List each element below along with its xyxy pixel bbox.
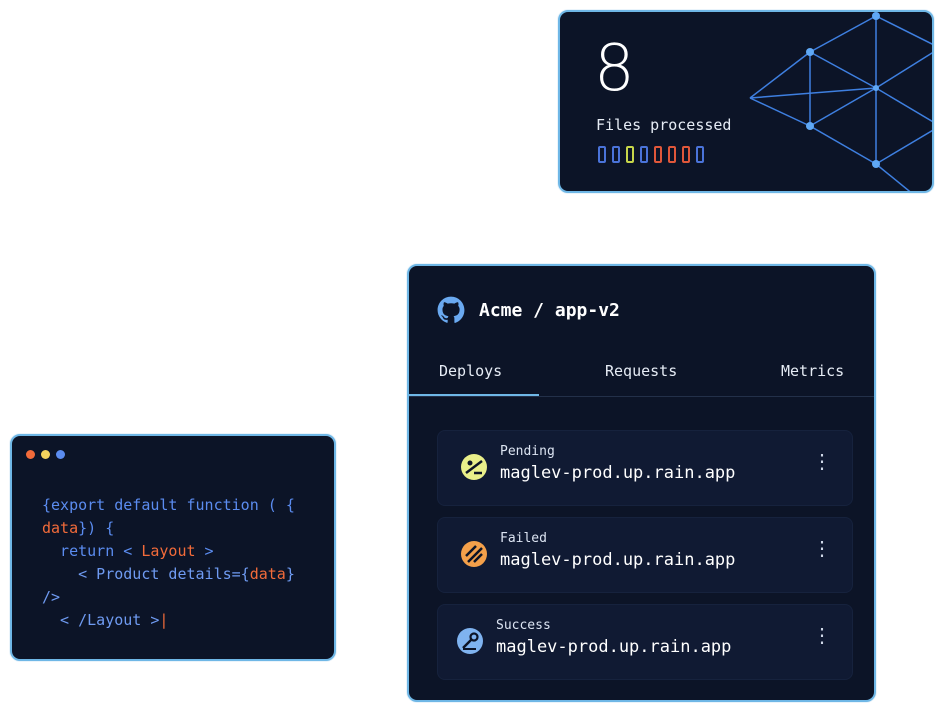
file-status-bar	[668, 146, 676, 163]
code-token: />	[42, 588, 61, 606]
code-token: < Product details={	[42, 565, 250, 583]
code-token: data	[42, 519, 79, 537]
deploy-host[interactable]: maglev-prod.up.rain.app	[500, 550, 736, 570]
deploy-status-label: Pending	[500, 444, 555, 459]
files-count: 8	[594, 32, 635, 106]
network-graph-icon	[749, 12, 932, 191]
code-token: |	[159, 611, 169, 629]
code-token: return <	[42, 542, 142, 560]
window-minimize-dot[interactable]	[41, 450, 50, 459]
tab-requests[interactable]: Requests	[605, 362, 678, 380]
deploy-status-label: Failed	[500, 531, 547, 546]
repo-header: Acme / app-v2	[437, 296, 620, 324]
more-options-icon[interactable]: ⋮	[812, 449, 832, 473]
code-token: {export default function ( {	[42, 496, 295, 514]
files-label: Files processed	[596, 116, 732, 134]
more-options-icon[interactable]: ⋮	[812, 536, 832, 560]
deploy-row[interactable]: Failed maglev-prod.up.rain.app ⋮	[437, 517, 853, 593]
file-status-bar	[598, 146, 606, 163]
file-status-bar	[640, 146, 648, 163]
deploy-row[interactable]: Pending maglev-prod.up.rain.app ⋮	[437, 430, 853, 506]
deploy-status-label: Success	[496, 618, 551, 633]
deploy-host[interactable]: maglev-prod.up.rain.app	[496, 637, 732, 657]
code-token: }	[285, 565, 295, 583]
code-token: >	[195, 542, 214, 560]
file-status-bar	[654, 146, 662, 163]
tab-metrics[interactable]: Metrics	[781, 362, 845, 380]
deploy-status-icon	[457, 628, 483, 654]
code-token: }) {	[78, 519, 115, 537]
window-controls	[26, 450, 65, 459]
code-line: return < Layout >	[42, 540, 295, 563]
code-snippet: {export default function ( {data}) { ret…	[42, 494, 295, 632]
file-status-bar	[682, 146, 690, 163]
window-maximize-dot[interactable]	[56, 450, 65, 459]
code-token: < /Layout >	[42, 611, 160, 629]
deploy-host[interactable]: maglev-prod.up.rain.app	[500, 463, 736, 483]
repo-tabs: Deploys Requests Metrics	[409, 362, 874, 397]
code-editor-card: {export default function ( {data}) { ret…	[10, 434, 336, 661]
deploy-status-icon	[461, 454, 487, 480]
files-processed-card: 8 Files processed	[558, 10, 934, 193]
file-status-bar	[696, 146, 704, 163]
file-status-bar	[612, 146, 620, 163]
github-icon	[437, 296, 465, 323]
deploy-row[interactable]: Success maglev-prod.up.rain.app ⋮	[437, 604, 853, 680]
code-line: < /Layout >|	[42, 609, 295, 632]
more-options-icon[interactable]: ⋮	[812, 623, 832, 647]
file-status-bar	[626, 146, 634, 163]
active-tab-indicator	[409, 394, 539, 396]
code-line: {export default function ( {	[42, 494, 295, 517]
file-status-bars	[598, 146, 704, 163]
repo-title: Acme / app-v2	[479, 299, 620, 321]
code-line: data}) {	[42, 517, 295, 540]
tab-deploys[interactable]: Deploys	[439, 362, 503, 380]
window-close-dot[interactable]	[26, 450, 35, 459]
repo-card: Acme / app-v2 Deploys Requests Metrics P…	[407, 264, 876, 702]
deploy-status-icon	[461, 541, 487, 567]
code-token: Layout	[141, 542, 196, 560]
code-token: data	[249, 565, 286, 583]
code-line: />	[42, 586, 295, 609]
code-line: < Product details={data}	[42, 563, 295, 586]
